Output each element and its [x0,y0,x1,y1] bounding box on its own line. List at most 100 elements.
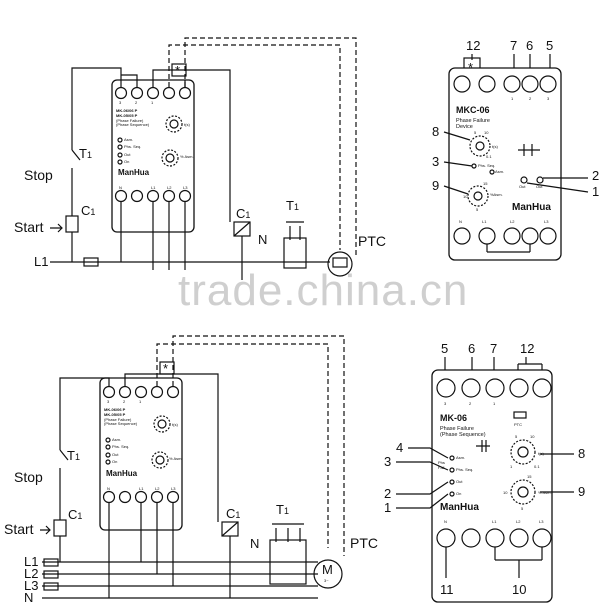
coil-slash [233,221,251,237]
led-label: Asm. [495,169,504,174]
thermal-contacts [286,221,304,240]
terminal [521,75,539,93]
terminal [461,378,481,398]
start-button [53,519,67,537]
t1-label: T1 [67,448,80,463]
callout-1: 1 [592,184,599,199]
out-label: Out [536,184,543,189]
dial-scale: 10 [530,434,535,439]
l1-label: L1 [34,254,48,269]
c1-coil-label: C1 [236,206,250,221]
subtitle: (Phase Sequence) [440,432,486,438]
control-wire [121,74,138,87]
led-icon [449,479,455,485]
dial-scale: 10 [503,490,508,495]
motor-icon [313,559,343,589]
indicator-prefix: Phs [438,460,445,465]
callout-2: 2 [592,168,599,183]
terminal-label: 3 [119,100,122,105]
callout-2: 2 [384,486,391,501]
dial-label: %Asm. [490,192,503,197]
dial-scale: 0.1 [486,154,492,159]
time-dial-knob [517,446,529,458]
terminal [436,378,456,398]
terminal [130,86,144,100]
terminal [485,528,505,548]
bridge-wire [486,244,531,253]
model-line: MK-06/06 P [116,108,138,113]
terminal-label: L2 [155,486,160,491]
dial-label: t(s) [172,422,178,427]
subtitle: (Phase Failure) [104,417,132,422]
control-wire [71,67,122,150]
dial-label: t(s) [184,122,190,127]
n-label: N [258,232,267,247]
supply-wires [120,202,186,270]
callout-12: 12 [520,341,534,356]
motor-icon [327,251,353,277]
terminal-label: L3 [539,519,544,524]
dial-scale: 5 [474,130,477,135]
relay-symbol-icon [476,440,490,452]
brand-logo: ManHua [106,469,138,478]
supply-taps [108,503,174,598]
terminal [102,385,116,399]
led-icon [117,137,123,143]
out-label: Out [519,184,526,189]
led-icon [449,491,455,497]
ptc-label: PTC [358,233,386,249]
terminal [453,75,471,93]
terminal-label: L1 [139,486,144,491]
t1-label: T1 [79,146,92,161]
model-line: MK-05/05 P [104,412,126,417]
dial-scale: 5 [521,506,524,511]
callout-12: 12 [466,38,480,53]
terminal [532,378,552,398]
time-dial-knob [157,419,167,429]
callout-8: 8 [432,124,439,139]
terminal [118,385,132,399]
indicator-label: Out [456,479,463,484]
led-icon [105,452,111,458]
led-icon [449,467,455,473]
dial-scale: 10 [484,130,489,135]
callout-6: 6 [526,38,533,53]
terminal-label: N [119,185,122,190]
terminal [453,227,471,245]
time-dial [153,415,171,433]
terminal-label: L3 [183,185,188,190]
terminal [478,75,496,93]
bottom-left-diagram: 3 2 1 MK-06/06 P MK-05/05 P (Phase Failu… [4,335,378,605]
dial-scale: 10 [463,194,468,199]
terminal-label: 2 [469,401,472,406]
led-icon [489,169,495,175]
relay-symbol-icon [518,144,540,156]
ptc-dashed-wire [168,44,341,250]
terminal [150,490,164,504]
callout-leaders [445,547,543,578]
dial-scale: 15 [483,181,488,186]
terminal-label: L3 [171,486,176,491]
callout-leader [396,481,449,495]
callout-4: 4 [396,440,403,455]
coil-slash [221,521,239,537]
terminal-label: L3 [544,219,549,224]
top-right-device: 12 7 6 5 * 1 2 3 MKC-06 Phase Failure De… [432,38,599,261]
terminal-label: N [107,486,110,491]
indicator-label: On [456,491,461,496]
top-left-diagram: 3 2 1 MK-06/06 P MK-05/05 P (Phase Failu… [14,37,386,280]
ptc-dashed-wire [172,335,345,556]
start-arrow-icon [40,525,51,535]
motor-sub-label: 3~ [324,578,329,583]
star-label: * [163,361,168,376]
watermark: trade.china.cn [178,266,468,315]
dial-scale: 0.1 [534,464,540,469]
t1-thermal-label: T1 [276,502,289,517]
terminal-label: 1 [151,100,154,105]
callout-6: 6 [468,341,475,356]
dial-label: % Asm. [180,154,194,159]
coil-wire [124,373,219,522]
led-label: Phs. Seq. [478,163,495,168]
terminal-label: L1 [151,185,156,190]
terminal-label: 2 [529,96,532,101]
